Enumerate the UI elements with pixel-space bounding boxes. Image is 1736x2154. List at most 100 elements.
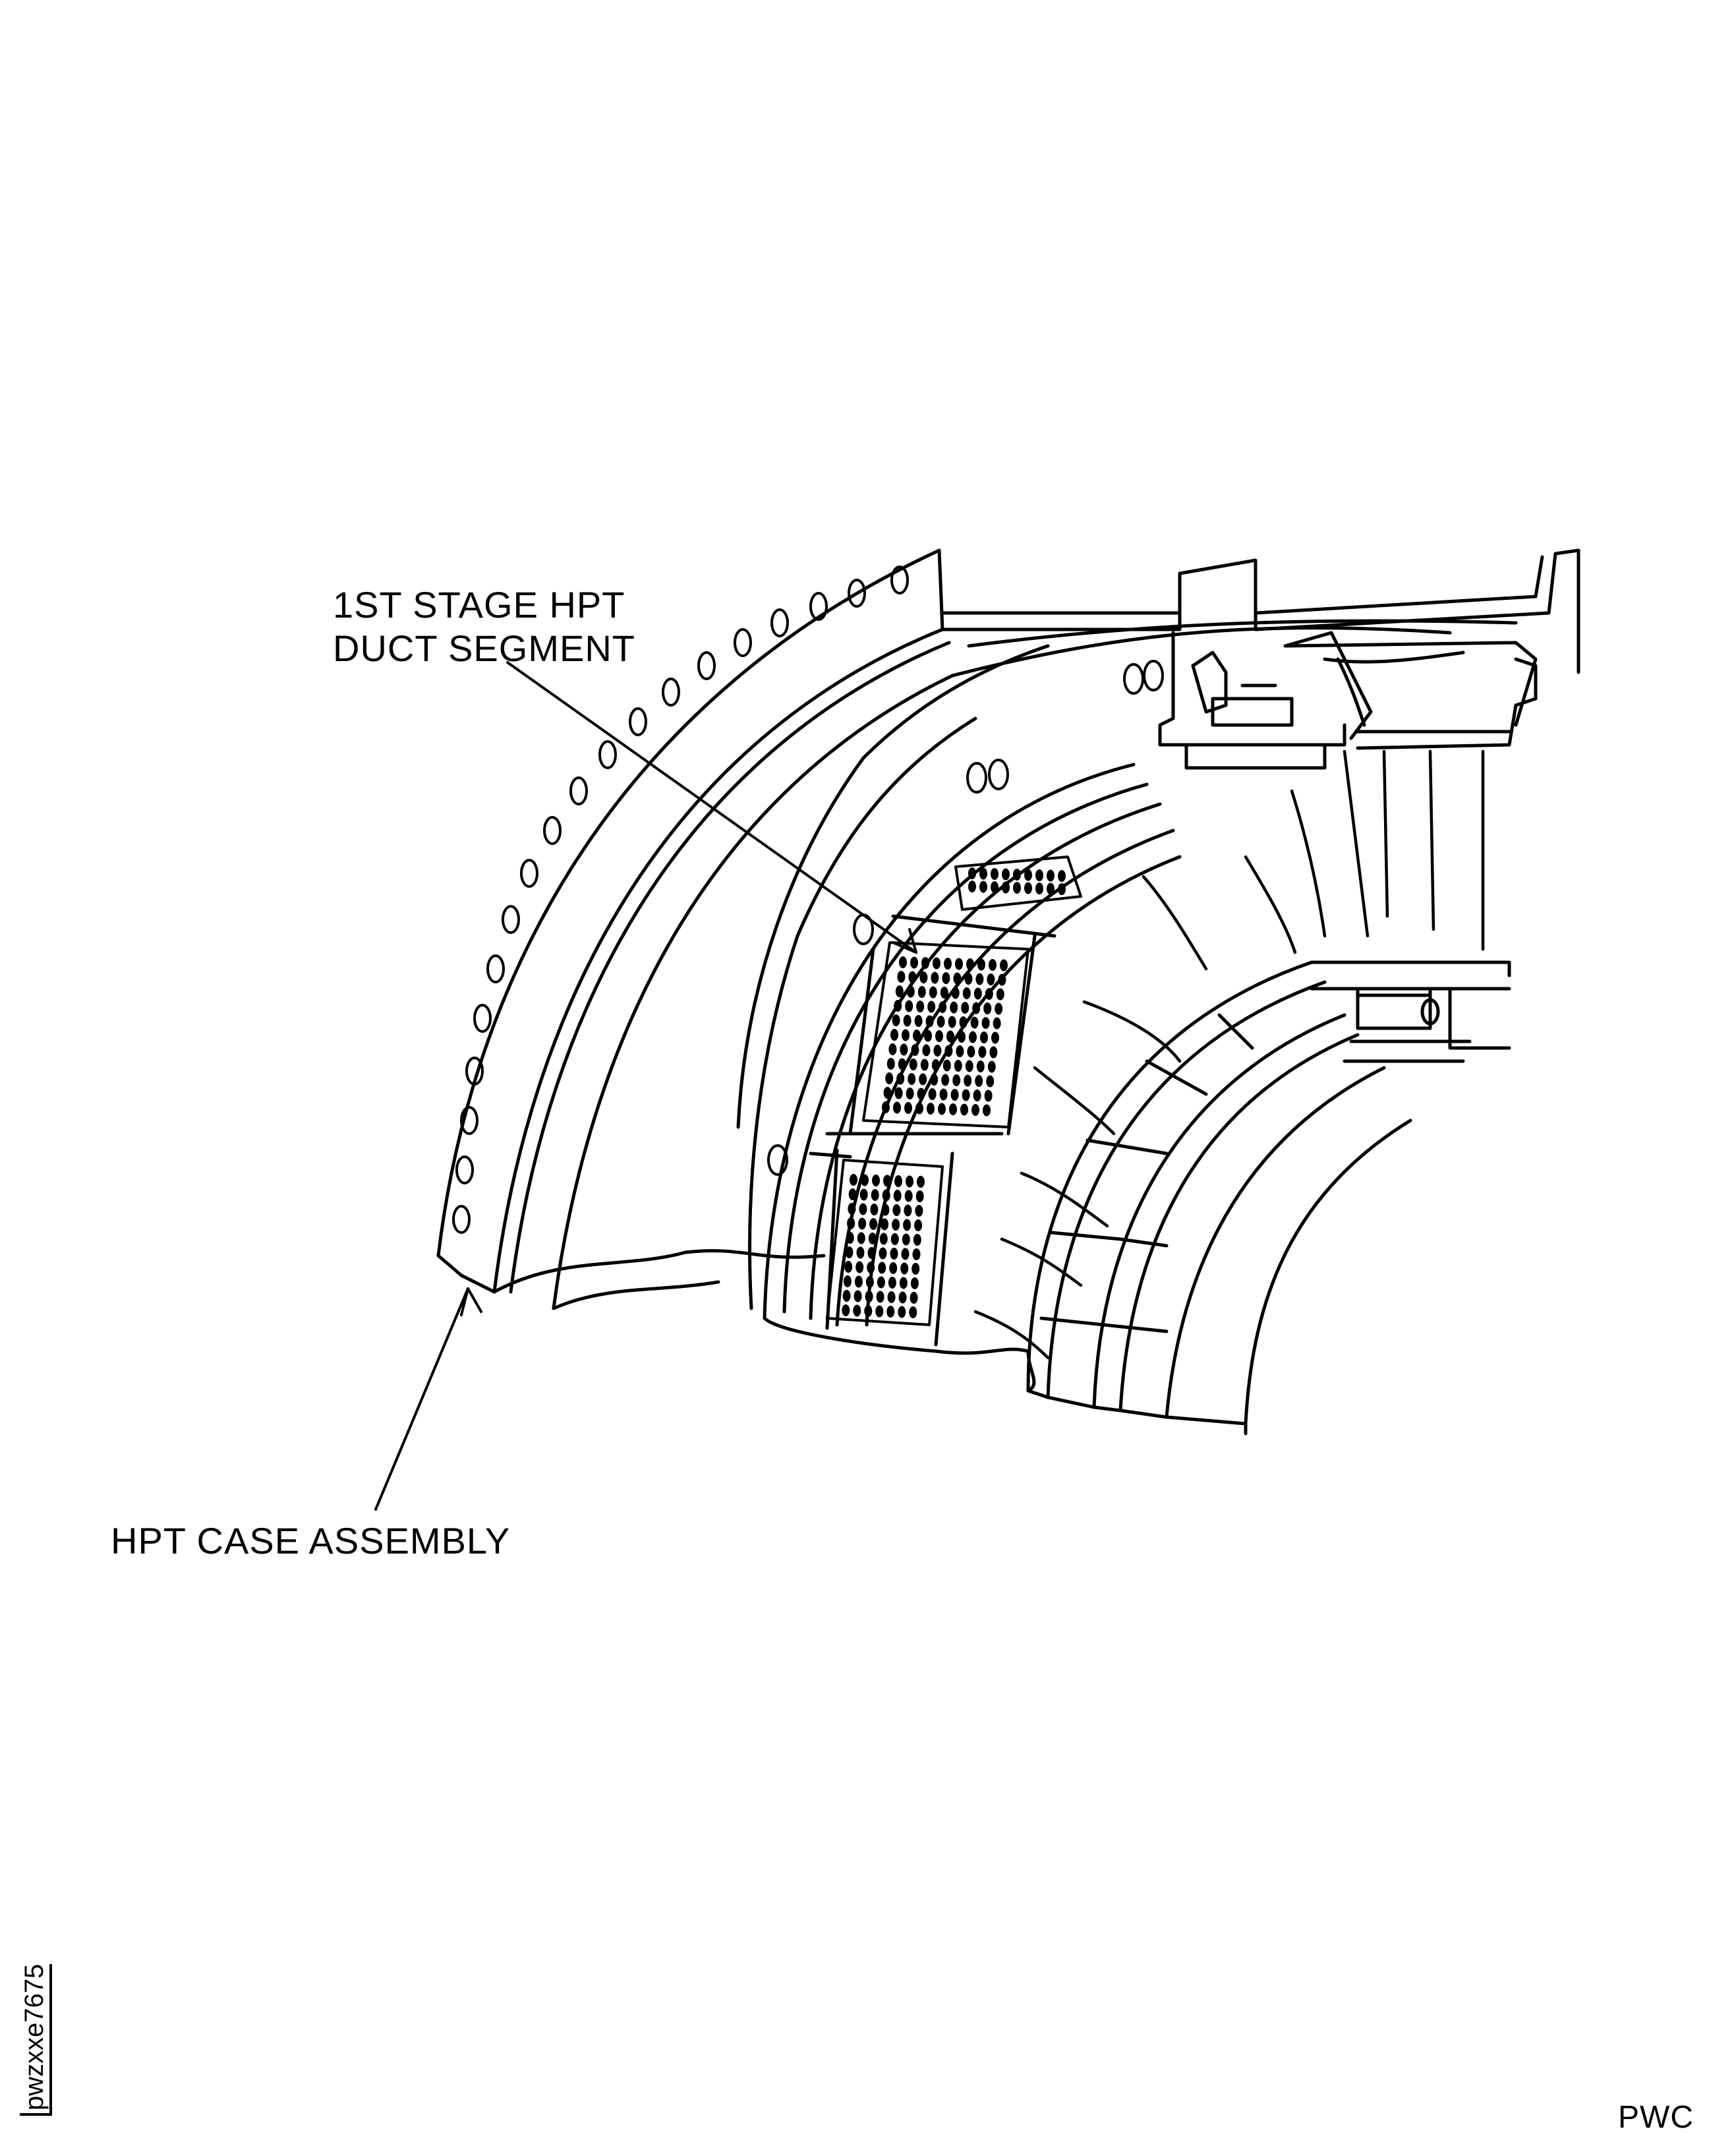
cooling-hole xyxy=(915,1205,923,1217)
duct-segment-label-line-1: 1ST STAGE HPT xyxy=(333,584,625,626)
cooling-hole xyxy=(876,1291,884,1303)
cooling-hole xyxy=(972,1002,981,1014)
cooling-hole xyxy=(909,1306,917,1318)
cooling-hole xyxy=(973,1090,981,1101)
duct-panel-top xyxy=(954,856,1082,911)
cooling-hole xyxy=(920,1059,929,1071)
cooling-hole xyxy=(902,1029,910,1041)
cooling-hole xyxy=(888,1043,897,1055)
cooling-hole xyxy=(931,972,939,984)
cooling-hole xyxy=(881,1218,889,1231)
case-assembly-label: HPT CASE ASSEMBLY xyxy=(111,1520,511,1561)
cooling-hole xyxy=(914,1015,923,1027)
cooling-hole xyxy=(917,1088,925,1100)
cooling-hole xyxy=(924,1030,932,1042)
cooling-hole xyxy=(882,1101,890,1113)
cooling-holes xyxy=(842,867,1066,1318)
cooling-hole xyxy=(927,1103,935,1115)
cooling-hole xyxy=(939,1088,948,1101)
cooling-hole xyxy=(911,1263,920,1275)
cooling-hole xyxy=(1013,882,1021,894)
cooling-hole xyxy=(871,1189,879,1201)
cooling-hole xyxy=(855,1261,864,1273)
cooling-hole xyxy=(904,1102,912,1114)
duct-panel-upper xyxy=(862,941,1029,1128)
cooling-hole xyxy=(942,972,950,984)
cooling-hole xyxy=(983,1104,991,1117)
cooling-hole xyxy=(969,1031,977,1043)
cooling-hole xyxy=(944,1045,953,1057)
cooling-hole xyxy=(980,1032,988,1043)
cooling-hole xyxy=(919,972,928,983)
cooling-hole xyxy=(898,1306,906,1318)
cooling-hole xyxy=(890,1029,898,1041)
cooling-hole xyxy=(959,1016,968,1028)
cooling-hole xyxy=(885,1072,894,1084)
cooling-hole xyxy=(900,1043,908,1056)
cooling-hole xyxy=(910,956,918,969)
cooling-hole xyxy=(916,1001,925,1012)
cooling-hole xyxy=(987,974,995,985)
cooling-hole xyxy=(953,972,962,985)
inner-ring xyxy=(1026,960,1412,1436)
cooling-hole xyxy=(853,1304,861,1317)
cooling-hole xyxy=(915,1190,924,1202)
cooling-hole xyxy=(894,1087,903,1099)
cooling-hole xyxy=(917,986,926,998)
cooling-hole xyxy=(949,1103,957,1115)
cooling-hole xyxy=(995,1003,1003,1015)
cooling-hole xyxy=(899,956,907,968)
cooling-hole xyxy=(886,1306,895,1318)
cooling-hole xyxy=(952,1074,961,1086)
case-body xyxy=(492,548,1580,1393)
cooling-hole xyxy=(1002,881,1010,894)
cooling-hole xyxy=(870,1204,879,1215)
cooling-hole xyxy=(844,1261,853,1273)
upper-flange-section xyxy=(1158,631,1538,770)
cooling-hole xyxy=(879,1233,888,1245)
cooling-hole xyxy=(869,1218,878,1230)
cooling-hole xyxy=(989,959,997,971)
cooling-hole xyxy=(906,1175,913,1188)
cooling-hole xyxy=(901,1248,910,1260)
cooling-hole xyxy=(937,1016,945,1028)
cooling-hole xyxy=(892,1204,901,1216)
cooling-hole xyxy=(913,1234,921,1246)
cooling-hole xyxy=(867,1247,876,1259)
case-assembly-arrowhead xyxy=(460,1287,482,1316)
cooling-hole xyxy=(950,1089,959,1101)
cooling-hole xyxy=(1000,959,1008,972)
lower-flange-section xyxy=(1310,960,1511,1063)
cooling-hole xyxy=(848,1203,856,1215)
cooling-hole xyxy=(899,1277,908,1289)
cooling-hole xyxy=(954,1060,962,1072)
cooling-hole xyxy=(850,1174,857,1186)
cooling-hole xyxy=(883,1087,892,1099)
cooling-hole xyxy=(904,1204,912,1217)
cooling-hole xyxy=(848,1188,857,1200)
cooling-hole xyxy=(906,985,915,998)
cooling-hole xyxy=(944,958,952,970)
cooling-hole xyxy=(894,1000,902,1012)
cooling-hole xyxy=(976,1061,985,1072)
cooling-hole xyxy=(1013,869,1021,881)
bolt-holes xyxy=(452,566,909,1234)
cooling-hole xyxy=(903,1219,911,1231)
cooling-hole xyxy=(987,1061,996,1073)
cooling-hole xyxy=(975,973,984,985)
cooling-hole xyxy=(892,1219,900,1231)
cooling-hole xyxy=(968,867,976,879)
cooling-hole xyxy=(872,1175,880,1186)
cooling-hole xyxy=(955,958,963,970)
cooling-hole xyxy=(919,1073,927,1086)
cooling-hole xyxy=(917,1176,925,1188)
cooling-hole xyxy=(1058,870,1066,882)
cooling-hole xyxy=(979,881,987,893)
cooling-hole xyxy=(856,1246,865,1259)
cooling-hole xyxy=(975,1075,983,1087)
cooling-hole xyxy=(910,1292,918,1304)
cooling-hole xyxy=(861,1174,869,1186)
cooling-hole xyxy=(946,1030,954,1043)
cooling-hole xyxy=(951,987,960,999)
